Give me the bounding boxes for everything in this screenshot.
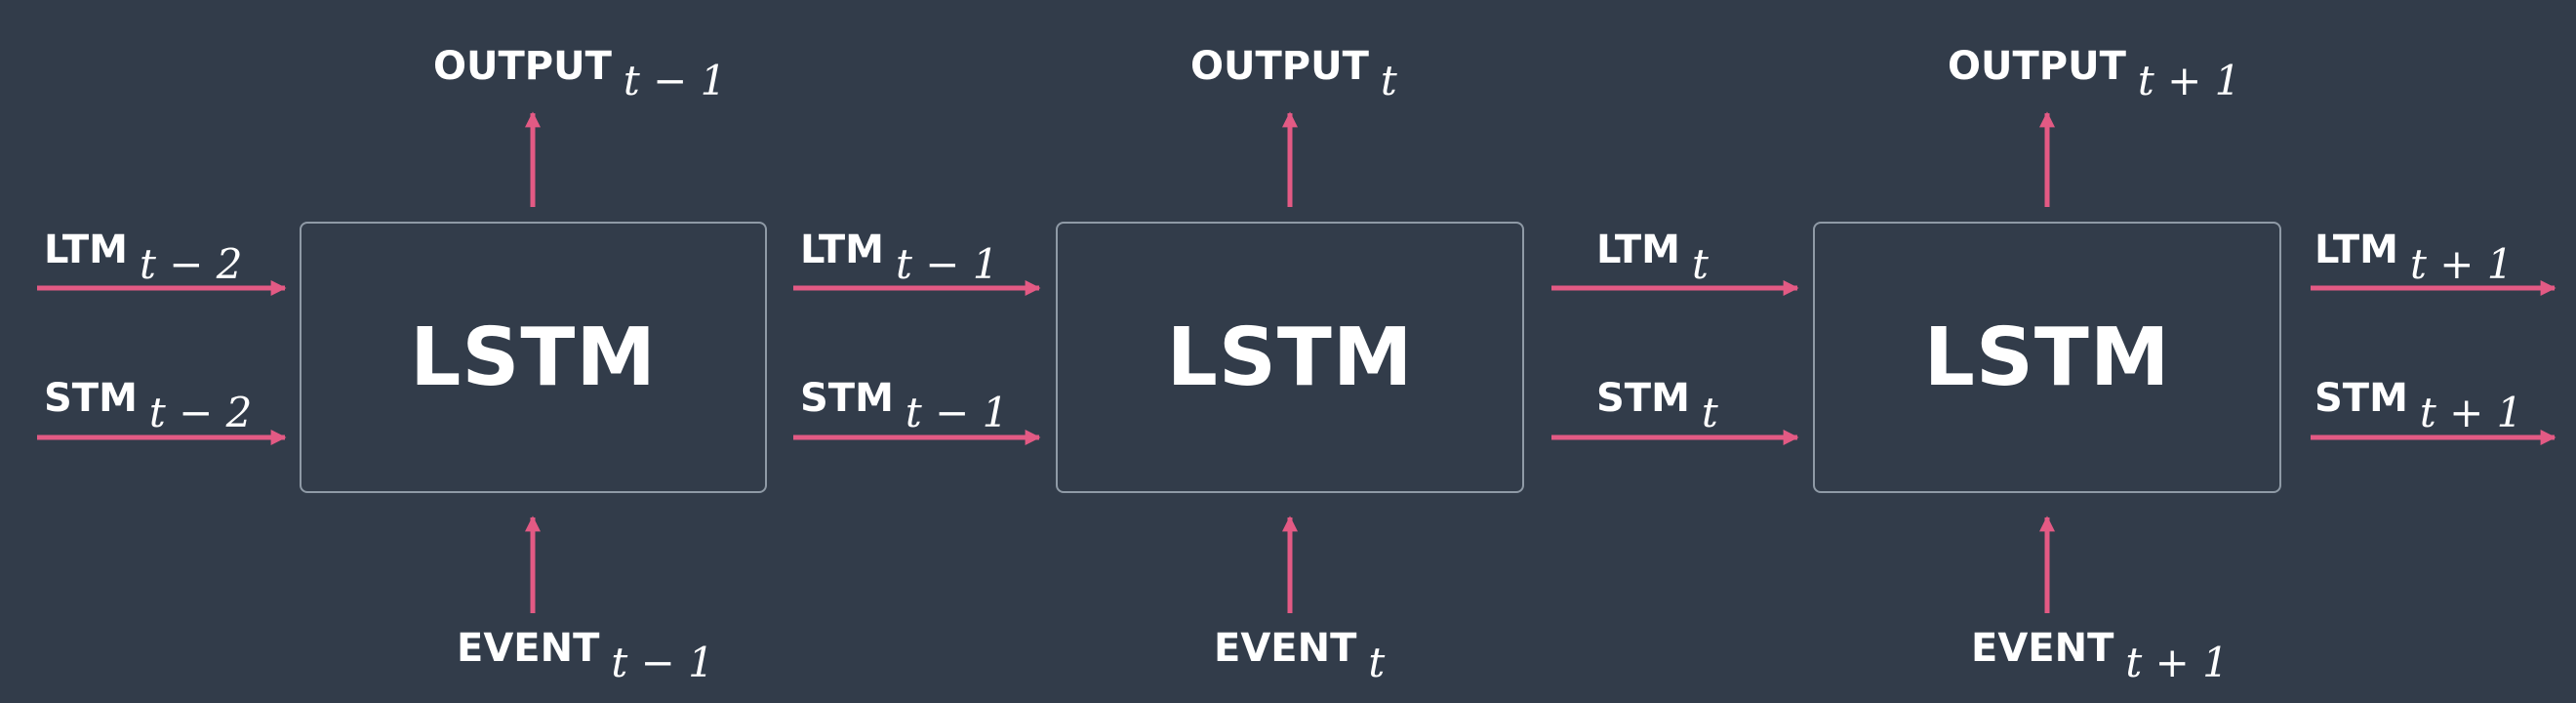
output-subscript: t + 1 xyxy=(2137,57,2241,104)
ltm-word: LTM xyxy=(2314,227,2398,272)
output-word: OUTPUT xyxy=(433,44,612,89)
ltm-subscript: t + 1 xyxy=(2409,240,2514,288)
ltm-word: LTM xyxy=(44,227,128,272)
event-word: EVENT xyxy=(1214,626,1357,671)
stm-subscript: t − 1 xyxy=(905,389,1009,436)
output-subscript: t xyxy=(1380,57,1397,104)
ltm-word: LTM xyxy=(1596,227,1680,272)
stm-word: STM xyxy=(800,376,894,421)
stm-subscript: t − 2 xyxy=(148,389,253,436)
output-word: OUTPUT xyxy=(1190,44,1369,89)
stm-word: STM xyxy=(2314,376,2408,421)
ltm-subscript: t − 1 xyxy=(895,240,999,288)
output-subscript: t − 1 xyxy=(623,57,727,104)
output-word: OUTPUT xyxy=(1948,44,2126,89)
event-subscript: t xyxy=(1368,639,1386,686)
event-subscript: t + 1 xyxy=(2125,639,2229,686)
stm-subscript: t + 1 xyxy=(2419,389,2523,436)
ltm-subscript: t xyxy=(1691,240,1709,288)
lstm-cell-label: LSTM xyxy=(1923,310,2171,404)
lstm-cell-1: LSTM xyxy=(300,222,767,493)
stm-subscript: t xyxy=(1701,389,1718,436)
event-word: EVENT xyxy=(1971,626,2114,671)
ltm-word: LTM xyxy=(800,227,884,272)
lstm-cell-label: LSTM xyxy=(1166,310,1414,404)
event-subscript: t − 1 xyxy=(611,639,714,686)
lstm-cell-3: LSTM xyxy=(1813,222,2281,493)
lstm-cell-label: LSTM xyxy=(410,310,657,404)
stm-word: STM xyxy=(44,376,138,421)
stm-word: STM xyxy=(1596,376,1690,421)
lstm-cell-2: LSTM xyxy=(1056,222,1524,493)
ltm-subscript: t − 2 xyxy=(139,240,243,288)
event-word: EVENT xyxy=(457,626,600,671)
